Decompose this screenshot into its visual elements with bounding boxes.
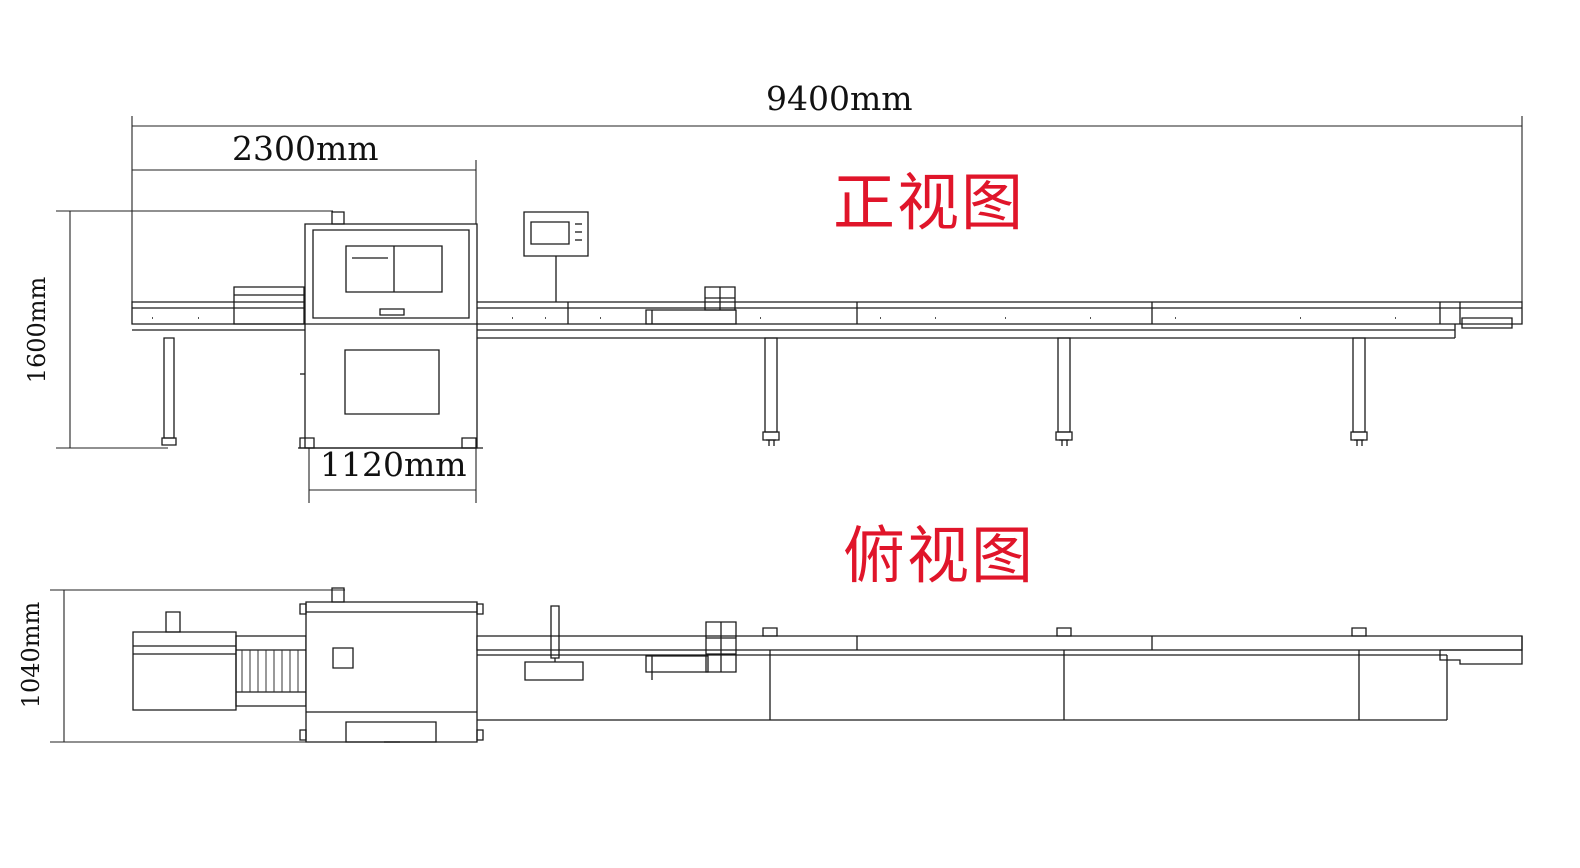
dimension-lines (50, 116, 1522, 742)
depth-label: 1040mm (17, 601, 45, 709)
top-view-title: 俯视图 (843, 519, 1036, 592)
height-label: 1600mm (23, 276, 51, 384)
front-view-title: 正视图 (833, 166, 1026, 239)
module-width-label: 1120mm (320, 445, 467, 484)
front-view-machine (132, 212, 1522, 448)
overall-length-label: 9400mm (766, 79, 913, 118)
module-length-label: 2300mm (232, 129, 379, 168)
top-view-machine (133, 588, 1522, 742)
